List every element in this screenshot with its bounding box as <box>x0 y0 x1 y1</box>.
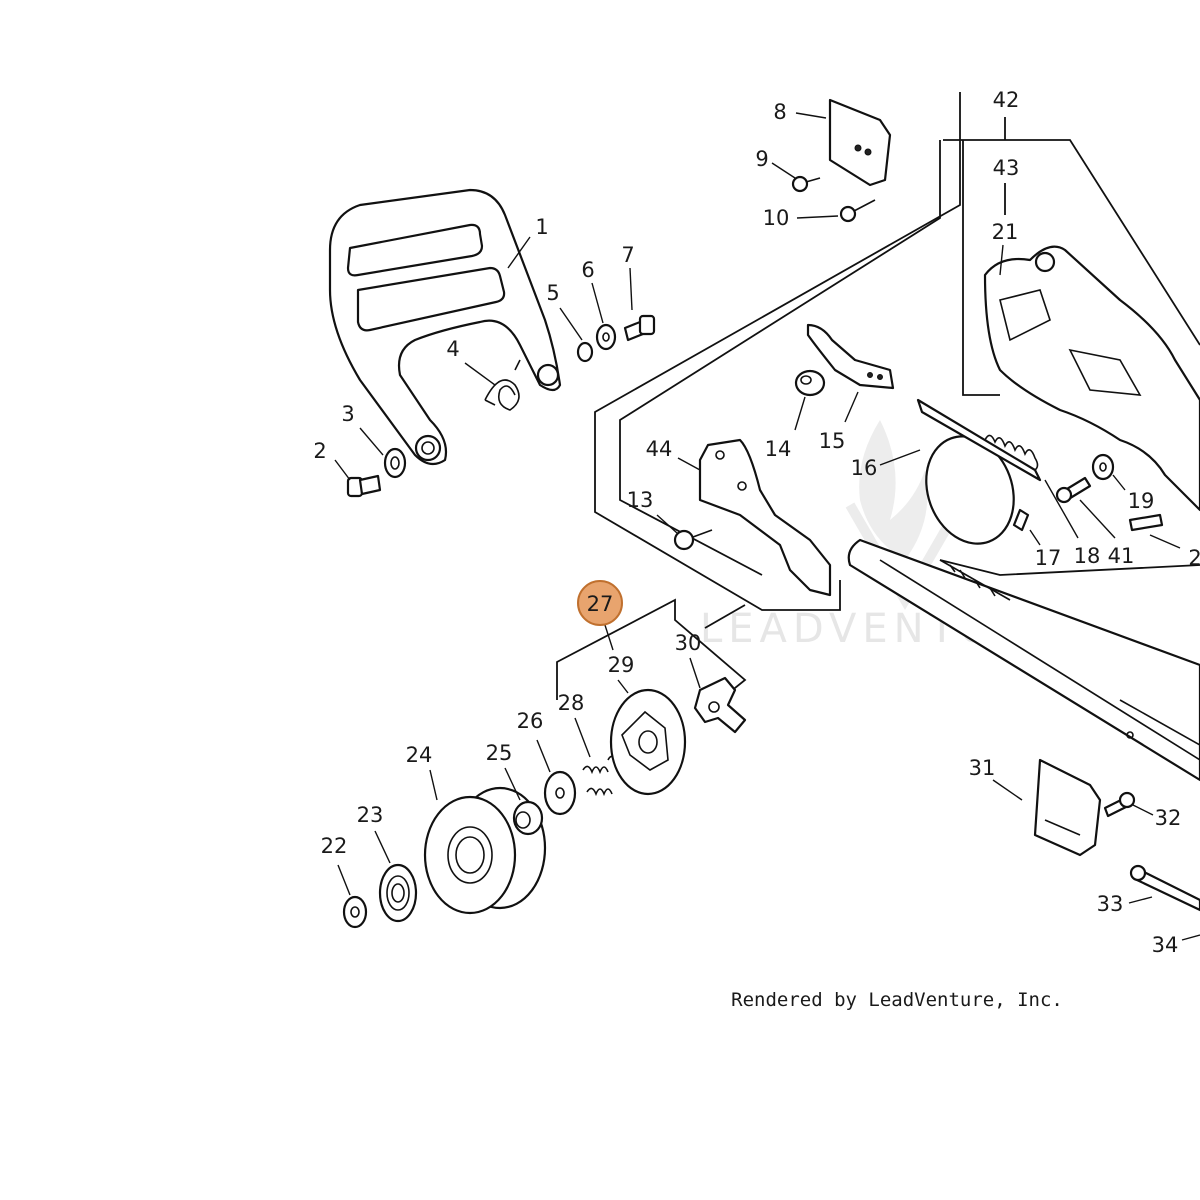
part-screw-9 <box>791 175 821 193</box>
highlight-callout-27-circle[interactable] <box>577 580 623 626</box>
part-spring-18 <box>984 434 1039 471</box>
part-saw-chain <box>939 559 1011 601</box>
callout-15[interactable]: 15 <box>819 429 846 453</box>
callout-32[interactable]: 32 <box>1155 806 1182 830</box>
part-plate-31 <box>1033 758 1102 857</box>
callout-25[interactable]: 25 <box>486 741 513 765</box>
callout-17[interactable]: 17 <box>1035 546 1062 570</box>
callout-6[interactable]: 6 <box>581 258 594 282</box>
callout-10[interactable]: 10 <box>763 206 790 230</box>
callout-21[interactable]: 21 <box>992 220 1019 244</box>
part-needle-bearing-25 <box>512 800 544 836</box>
callout-13[interactable]: 13 <box>627 488 654 512</box>
callout-44[interactable]: 44 <box>646 437 673 461</box>
callout-22[interactable]: 22 <box>321 834 348 858</box>
part-clutch-29 <box>609 688 687 796</box>
part-bushing-14 <box>794 369 826 397</box>
part-brake-band-16 <box>916 398 1042 545</box>
callout-30[interactable]: 30 <box>675 631 702 655</box>
part-washer-19 <box>1091 453 1115 481</box>
callout-29[interactable]: 29 <box>608 653 635 677</box>
callout-19[interactable]: 19 <box>1128 489 1155 513</box>
assembly-frames <box>556 92 1200 701</box>
part-plate-8 <box>828 98 892 187</box>
callout-2[interactable]: 2 <box>313 439 326 463</box>
callout-28[interactable]: 28 <box>558 691 585 715</box>
part-clutch-cover-21 <box>983 245 1200 512</box>
callout-23[interactable]: 23 <box>357 803 384 827</box>
part-chain-brake-handle <box>328 188 562 466</box>
part-screw-13 <box>673 529 713 551</box>
leader-lines <box>334 112 1200 941</box>
callout-26[interactable]: 26 <box>517 709 544 733</box>
part-pin-20 <box>1128 513 1164 532</box>
callout-18[interactable]: 18 <box>1074 544 1101 568</box>
callout-42[interactable]: 42 <box>993 88 1020 112</box>
callout-31[interactable]: 31 <box>969 756 996 780</box>
part-pin-17 <box>1012 508 1030 532</box>
credit-text: Rendered by LeadVenture, Inc. <box>731 989 1063 1011</box>
part-guide-bar <box>847 538 1200 782</box>
callout-24[interactable]: 24 <box>406 743 433 767</box>
part-bolt-33 <box>1129 864 1200 912</box>
callout-14[interactable]: 14 <box>765 437 792 461</box>
part-link-15 <box>806 323 895 390</box>
part-screw-32 <box>1103 791 1136 818</box>
callout-labels: 1 2 3 4 5 6 7 8 9 10 13 14 15 16 17 18 1… <box>313 88 1200 957</box>
callout-41[interactable]: 41 <box>1108 544 1135 568</box>
callout-27[interactable]: 27 <box>587 592 614 616</box>
callout-3[interactable]: 3 <box>341 402 354 426</box>
callout-43[interactable]: 43 <box>993 156 1020 180</box>
callout-9[interactable]: 9 <box>755 147 768 171</box>
part-bushing-5 <box>576 341 594 363</box>
part-spring-4 <box>484 359 521 411</box>
callout-7[interactable]: 7 <box>621 243 634 267</box>
part-rim-sprocket-23 <box>378 863 418 923</box>
part-washer-6 <box>595 323 617 351</box>
callout-8[interactable]: 8 <box>773 100 786 124</box>
callout-16[interactable]: 16 <box>851 456 878 480</box>
part-washer-26 <box>543 770 577 816</box>
callout-1[interactable]: 1 <box>535 215 548 239</box>
part-plate-30 <box>693 676 747 734</box>
part-collar-3 <box>383 447 407 479</box>
callout-5[interactable]: 5 <box>546 281 559 305</box>
callout-4[interactable]: 4 <box>446 337 459 361</box>
part-bolt-2 <box>346 474 382 498</box>
callout-33[interactable]: 33 <box>1097 892 1124 916</box>
part-screw-10 <box>839 199 876 223</box>
part-washer-22 <box>342 895 368 929</box>
part-guide-plate-44 <box>698 438 832 597</box>
part-screw-41 <box>1055 476 1092 504</box>
part-bolt-7 <box>623 314 656 342</box>
callout-34[interactable]: 34 <box>1152 933 1179 957</box>
callout-20[interactable]: 2 <box>1188 546 1200 570</box>
